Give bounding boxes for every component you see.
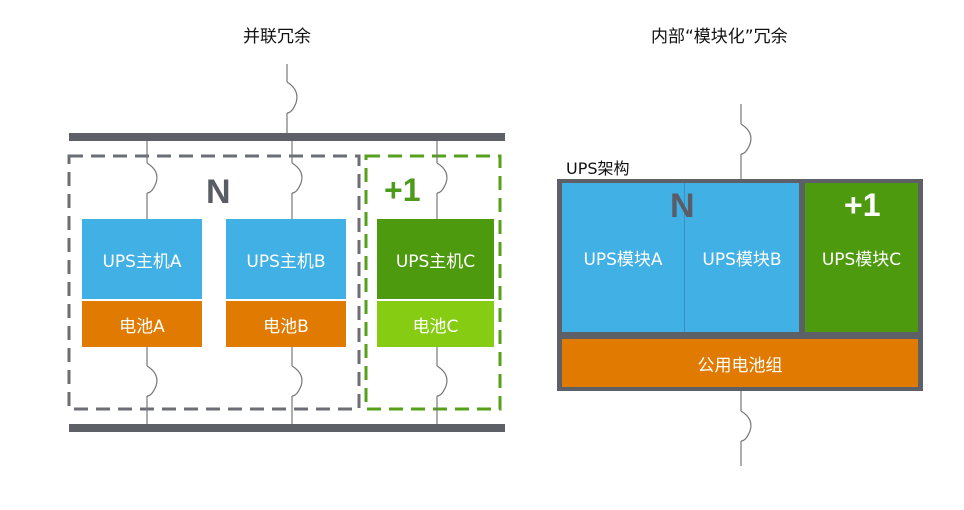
right-plus1-label: +1 — [844, 187, 881, 223]
bottom-bus — [69, 424, 505, 432]
n-module-group — [562, 183, 799, 332]
ups-host-a: UPS主机A — [82, 219, 202, 299]
plus1-module-group — [805, 183, 918, 332]
battery-a: 电池A — [82, 301, 202, 347]
left-title: 并联冗余 — [243, 27, 311, 47]
module-divider — [684, 183, 685, 332]
right-n-label: N — [670, 187, 695, 225]
top-bus — [69, 133, 505, 141]
ups-host-c: UPS主机C — [377, 219, 494, 299]
plus1-group-frame — [364, 154, 502, 411]
frame-label: UPS架构 — [566, 159, 630, 178]
n-label: N — [206, 173, 231, 211]
shared-battery: 公用电池组 — [562, 339, 918, 387]
ups-module-b: UPS模块B — [702, 249, 782, 270]
battery-b: 电池B — [226, 301, 346, 347]
ups-module-c: UPS模块C — [821, 249, 902, 270]
ups-host-b: UPS主机B — [226, 219, 346, 299]
plus1-label: +1 — [384, 172, 421, 208]
n-group-frame — [67, 154, 361, 411]
right-title: 内部“模块化”冗余 — [651, 27, 788, 47]
ups-module-a: UPS模块A — [583, 249, 663, 270]
battery-c: 电池C — [377, 301, 494, 347]
